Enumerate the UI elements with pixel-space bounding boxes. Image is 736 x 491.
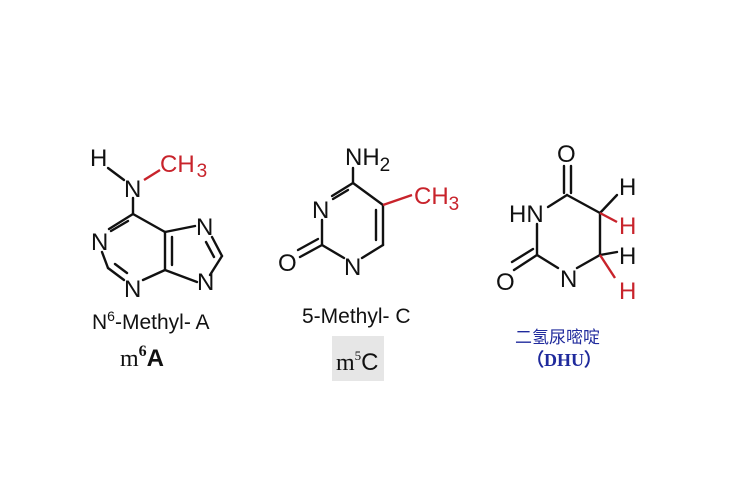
atom-n1: N bbox=[344, 254, 361, 281]
atom-h2: H bbox=[619, 213, 636, 240]
atom-hn: HN bbox=[509, 201, 544, 228]
atom-n7: N bbox=[196, 214, 213, 241]
m5c-abbreviation: m5C bbox=[336, 348, 379, 376]
dhu-chinese-name: 二氢尿嘧啶 bbox=[515, 328, 600, 348]
atom-o: O bbox=[278, 250, 297, 277]
methyl-group: CH3 bbox=[414, 183, 459, 215]
atom-n: N bbox=[124, 176, 141, 203]
m5c-structure: NH2 CH3 N N O 5-Methyl- C m5C bbox=[278, 144, 459, 381]
atom-n: N bbox=[560, 266, 577, 293]
atom-n9: N bbox=[197, 269, 214, 296]
atom-h1: H bbox=[619, 174, 636, 201]
atom-h3: H bbox=[619, 243, 636, 270]
m5c-highlight-box bbox=[332, 336, 384, 381]
amino-group: NH2 bbox=[345, 144, 390, 176]
m5c-name: 5-Methyl- C bbox=[302, 305, 411, 328]
m6a-name: N6-Methyl- A bbox=[92, 308, 210, 334]
atom-o-left: O bbox=[496, 269, 515, 296]
atom-n3: N bbox=[312, 197, 329, 224]
atom-o-top: O bbox=[557, 141, 576, 168]
dhu-structure: O HN N O H H H H 二氢尿嘧啶 （DHU） bbox=[496, 141, 636, 370]
m6a-abbreviation: m6A bbox=[120, 343, 164, 372]
atom-n3: N bbox=[124, 276, 141, 303]
atom-h4: H bbox=[619, 278, 636, 305]
atom-n1: N bbox=[91, 229, 108, 256]
atom-h: H bbox=[90, 145, 107, 172]
dhu-abbreviation: （DHU） bbox=[526, 350, 602, 370]
